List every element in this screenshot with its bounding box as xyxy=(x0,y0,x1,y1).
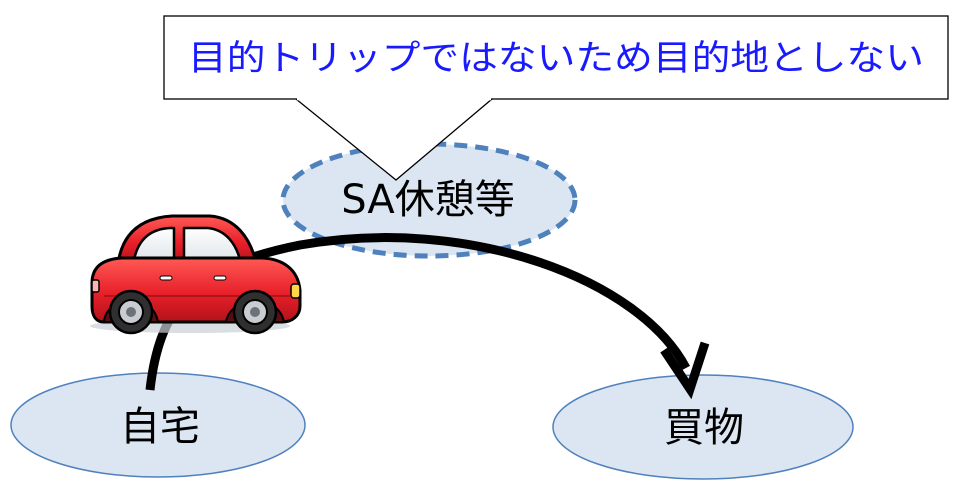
callout-box xyxy=(163,15,949,100)
rest-stop-node xyxy=(280,141,578,259)
home-node xyxy=(10,372,306,478)
trip-arrowhead xyxy=(660,341,710,400)
car-icon xyxy=(90,214,302,335)
shopping-node xyxy=(552,374,854,480)
callout-text: 目的トリップではないため目的地としない xyxy=(188,39,924,79)
front-wheel xyxy=(232,289,278,335)
shopping-label: 買物 xyxy=(664,405,744,451)
rest-stop-label: SA休憩等 xyxy=(341,177,515,223)
home-label: 自宅 xyxy=(120,404,200,450)
rear-wheel xyxy=(108,289,154,335)
